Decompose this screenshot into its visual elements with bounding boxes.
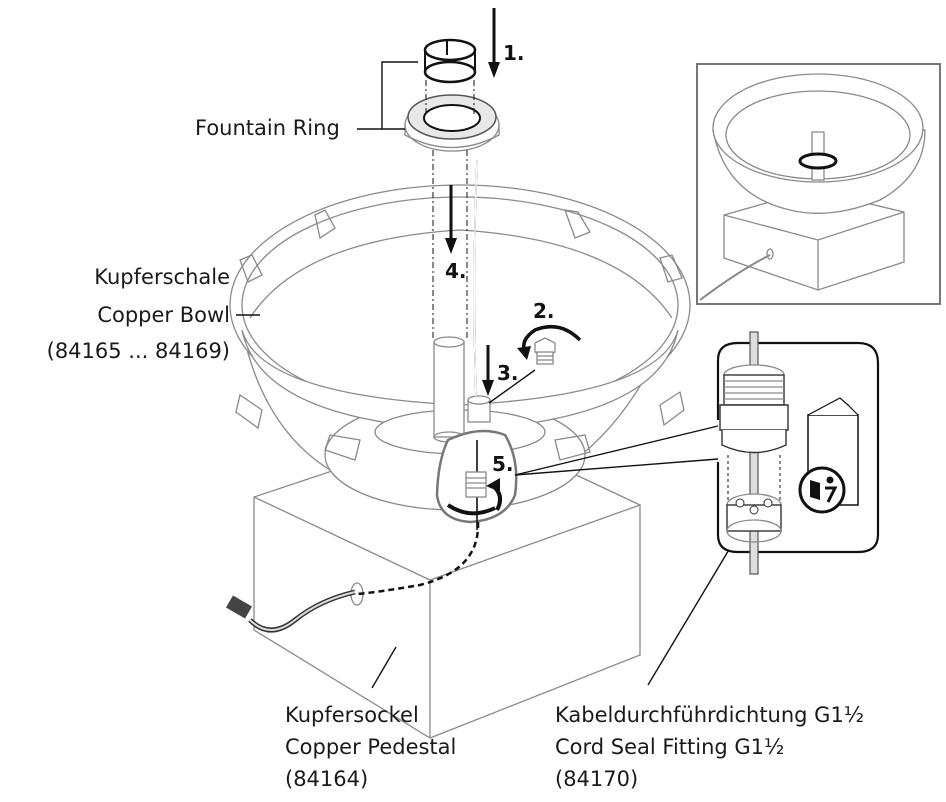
step-5-label: 5. [492,452,514,476]
leader-lines [236,61,731,689]
power-cable-plug [225,589,356,633]
bowl-label-de: Kupferschale [94,265,230,289]
seal-label-de: Kabeldurchführdichtung G1½ [555,703,865,727]
step-2-label: 2. [533,299,555,323]
step-3-label: 3. [497,361,519,385]
fountain-ring [404,38,500,340]
standpipe [433,336,465,443]
pedestal-label-de: Kupfersockel [285,703,419,727]
step5-detail-region [435,429,518,530]
fountain-ring-label: Fountain Ring [195,116,340,140]
step-arrows [445,8,582,396]
cable-inlet [467,395,491,423]
read-instructions-icon [798,466,846,514]
seal-part-number: (84170) [555,767,639,791]
pedestal-part-number: (84164) [285,767,369,791]
cord-seal-detail-callout [716,331,880,575]
drain-plug [488,337,556,404]
step-4-label: 4. [445,259,467,283]
cable-path-hidden [356,521,480,596]
pedestal-label-en: Copper Pedestal [285,735,457,759]
step-1-label: 1. [503,41,525,65]
bowl-part-number: (84165 ... 84169) [46,339,230,363]
rotate-arrow-icon [446,503,496,516]
seal-label-en: Cord Seal Fitting G1½ [555,735,785,759]
assembled-preview-inset [696,63,941,305]
bowl-label-en: Copper Bowl [97,303,230,327]
